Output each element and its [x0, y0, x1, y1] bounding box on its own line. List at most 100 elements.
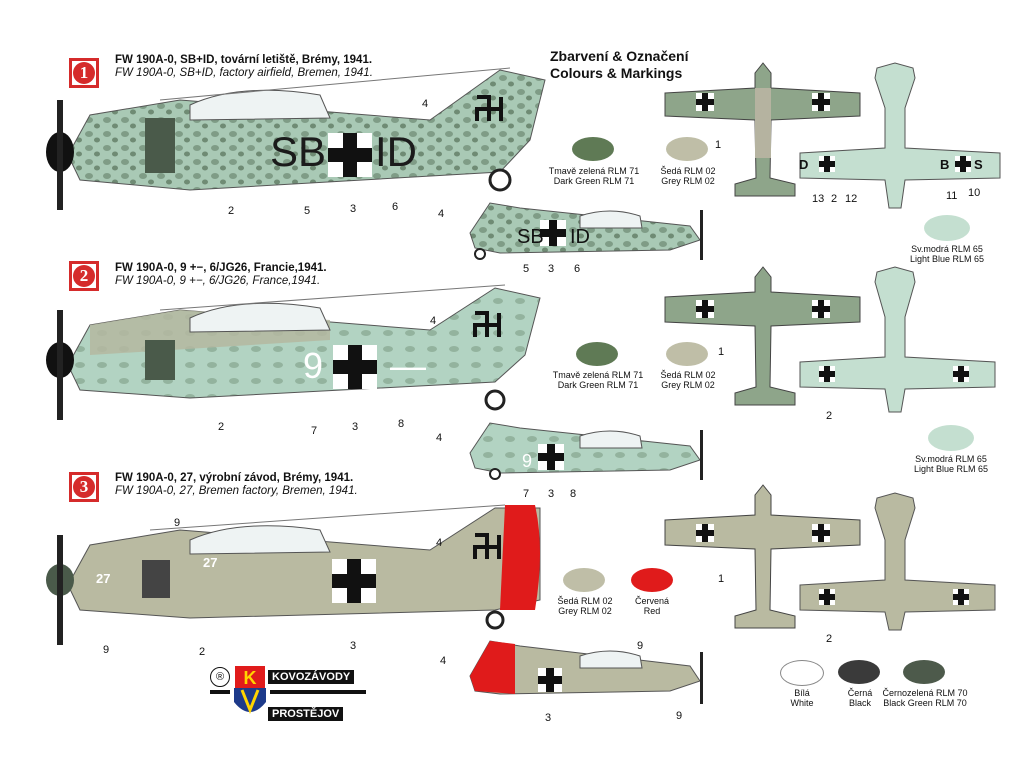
small-callout-3: 3	[548, 488, 555, 500]
callout-2: 2	[218, 421, 225, 433]
callout-4: 4	[430, 315, 437, 327]
topview-callout-1: 1	[718, 573, 725, 585]
callout-4: 4	[422, 98, 429, 110]
small-callout-5: 5	[523, 263, 530, 275]
nose-code: 27	[96, 571, 111, 586]
callout-2: 2	[199, 646, 206, 658]
aircraft-top-view-3	[664, 484, 861, 629]
swatch-rlm70	[903, 660, 945, 684]
logo-stripe	[270, 690, 366, 694]
callout-3: 3	[350, 640, 357, 652]
swatch-rlm71	[572, 137, 614, 161]
swatch-black	[838, 660, 880, 684]
small-code-left-2: 9	[522, 451, 533, 471]
logo-shield	[234, 688, 266, 715]
tail-swastika-1	[475, 95, 503, 121]
profile-number: 3	[73, 476, 95, 498]
aircraft-bottom-view-1	[799, 62, 1001, 209]
callout-4: 4	[436, 537, 443, 549]
swatch-rlm02	[666, 137, 708, 161]
small-callout-9: 9	[637, 640, 644, 652]
profile-number-badge: 3	[69, 472, 99, 502]
profile-caption-english: FW 190A-0, SB+ID, factory airfield, Brem…	[115, 67, 373, 79]
small-callout-3: 3	[545, 712, 552, 724]
underwing-code-mid: B	[940, 157, 950, 172]
callout-9: 9	[103, 644, 110, 656]
logo-text-bottom: PROSTĚJOV	[268, 707, 344, 721]
fuselage-code-left: SB	[270, 128, 327, 175]
balkenkreuz-fuselage-2	[333, 345, 377, 389]
topview-callout-13: 13	[812, 193, 825, 205]
profile-number-badge: 1	[69, 58, 99, 88]
aircraft-top-view-2	[664, 266, 861, 406]
small-callout-4: 4	[440, 655, 447, 667]
topview-callout-11: 11	[946, 190, 958, 202]
underwing-code-left: D	[799, 157, 809, 172]
callout-2: 2	[228, 205, 235, 217]
small-code-right-1: ID	[570, 226, 590, 248]
aircraft-small-side-2	[469, 422, 703, 480]
tail-swastika-2	[473, 311, 501, 337]
topview-callout-1: 1	[718, 346, 725, 358]
underwing-code-right: S	[974, 157, 983, 172]
small-callout-4: 4	[436, 432, 443, 444]
aircraft-small-side-3	[469, 640, 703, 704]
swatch-white	[780, 660, 824, 686]
profile-number: 2	[73, 265, 95, 287]
fuselage-code-right: ID	[375, 128, 417, 175]
logo-stripe	[210, 690, 230, 694]
aircraft-profile-3	[46, 504, 541, 645]
aircraft-top-view-1	[664, 62, 861, 197]
fuselage-code-left: 9	[303, 345, 324, 386]
canopy-code: 27	[203, 555, 218, 570]
swatch-rlm02	[563, 568, 605, 592]
aircraft-profile-1	[46, 67, 546, 210]
aircraft-bottom-view-2	[799, 266, 996, 413]
aircraft-profile-2	[46, 284, 541, 420]
aircraft-bottom-view-3	[799, 492, 996, 631]
small-callout-6: 6	[574, 263, 581, 275]
profile-caption-czech: FW 190A-0, SB+ID, tovární letiště, Brémy…	[115, 54, 373, 66]
profile-caption-czech: FW 190A-0, 27, výrobní závod, Brémy, 194…	[115, 472, 354, 484]
swatch-rlm02	[666, 342, 708, 366]
callout-7: 7	[311, 425, 318, 437]
colours-heading-czech: Zbarvení & Označení	[550, 48, 689, 64]
swatch-rlm65	[928, 425, 974, 451]
callout-3: 3	[352, 421, 359, 433]
profile-caption-czech: FW 190A-0, 9 +−, 6/JG26, Francie,1941.	[115, 262, 327, 274]
fuselage-code-right: —	[390, 345, 426, 386]
small-callout-9: 9	[676, 710, 683, 722]
topview-callout-2: 2	[826, 410, 833, 422]
callout-6: 6	[392, 201, 399, 213]
colours-heading-english: Colours & Markings	[550, 65, 683, 81]
profile-caption-english: FW 190A-0, 27, Bremen factory, Bremen, 1…	[115, 485, 358, 497]
swatch-rlm71	[576, 342, 618, 366]
topview-callout-1: 1	[715, 139, 722, 151]
small-callout-3: 3	[548, 263, 555, 275]
logo-text-top: KOVOZÁVODY	[268, 670, 355, 684]
small-callout-4: 4	[438, 208, 445, 220]
swatch-rlm65	[924, 215, 970, 241]
small-callout-7: 7	[523, 488, 530, 500]
callout-8: 8	[398, 418, 405, 430]
callout-3: 3	[350, 203, 357, 215]
tail-swastika-3	[473, 533, 501, 559]
balkenkreuz-fuselage-3	[332, 559, 376, 603]
small-callout-8: 8	[570, 488, 577, 500]
topview-callout-2: 2	[826, 633, 833, 645]
callout-5: 5	[304, 205, 311, 217]
aircraft-small-side-1	[469, 202, 703, 260]
profile-caption-english: FW 190A-0, 9 +−, 6/JG26, France,1941.	[115, 275, 321, 287]
topview-callout-12: 12	[845, 193, 858, 205]
logo-mark: K	[235, 666, 265, 690]
registered-mark: ®	[210, 667, 230, 687]
